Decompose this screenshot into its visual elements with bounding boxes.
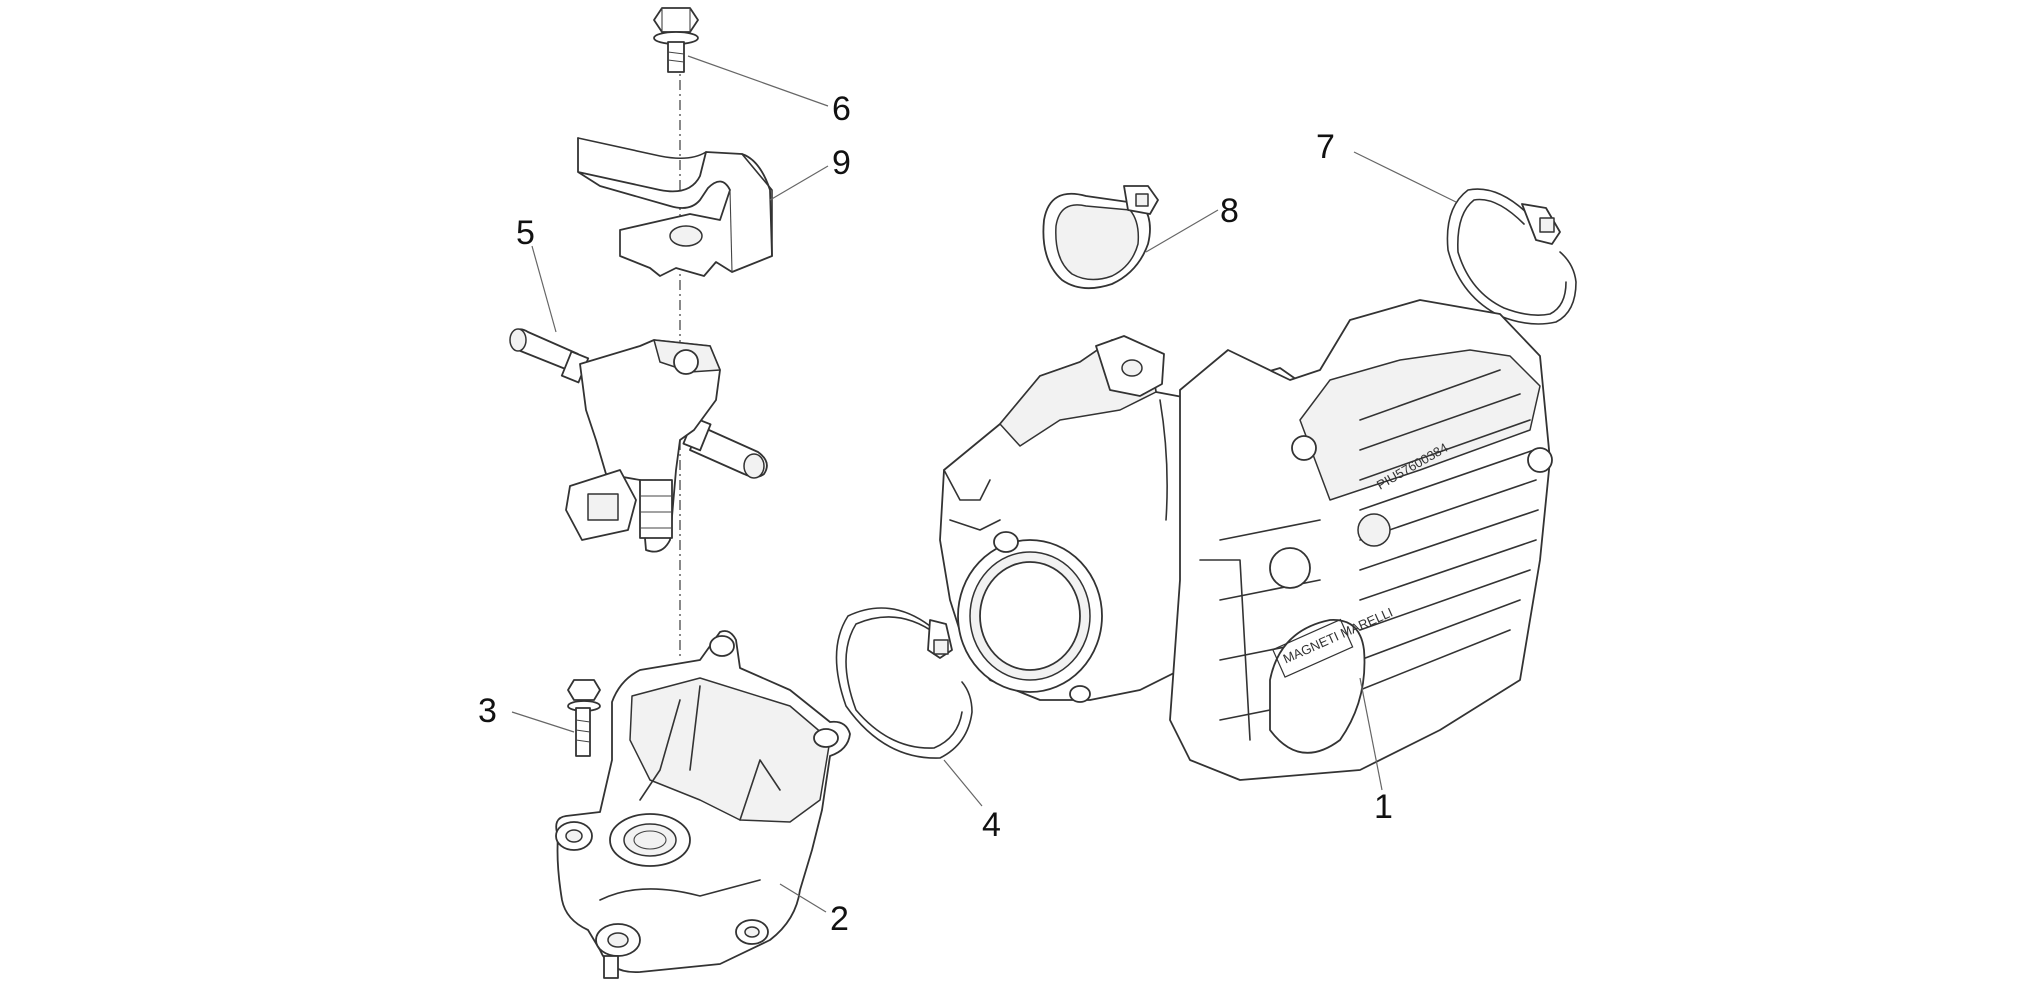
leader-line-7 xyxy=(1353,151,1457,203)
part-6-bolt[interactable] xyxy=(653,7,699,73)
part-1-throttle-body[interactable]: PIU57600384 MAGNETI MARELLI xyxy=(939,299,1553,781)
callout-9: 9 xyxy=(832,144,851,182)
callout-3: 3 xyxy=(478,692,497,730)
part-2-intake-manifold[interactable] xyxy=(555,630,851,979)
callout-7: 7 xyxy=(1316,128,1335,166)
part-4-hose-clamp[interactable] xyxy=(835,607,973,759)
leader-line-2 xyxy=(779,883,827,913)
part-9-bracket[interactable] xyxy=(577,137,773,277)
leader-line-3 xyxy=(511,711,575,733)
part-8-hose-clamp[interactable] xyxy=(1042,185,1159,290)
callout-4: 4 xyxy=(982,806,1001,844)
part-7-hose-clamp[interactable] xyxy=(1446,188,1577,325)
part-5-fuel-injector[interactable] xyxy=(509,328,768,553)
callout-2: 2 xyxy=(830,900,849,938)
callout-8: 8 xyxy=(1220,192,1239,230)
callout-5: 5 xyxy=(516,214,535,252)
part-3-screw[interactable] xyxy=(567,679,601,757)
leader-line-1 xyxy=(1359,677,1383,791)
leader-line-4 xyxy=(943,759,983,807)
callout-6: 6 xyxy=(832,90,851,128)
leader-line-6 xyxy=(687,55,829,107)
callout-1: 1 xyxy=(1374,788,1393,826)
leader-line-8 xyxy=(1145,209,1219,253)
leader-line-9 xyxy=(769,165,829,201)
leader-line-5 xyxy=(531,245,557,333)
